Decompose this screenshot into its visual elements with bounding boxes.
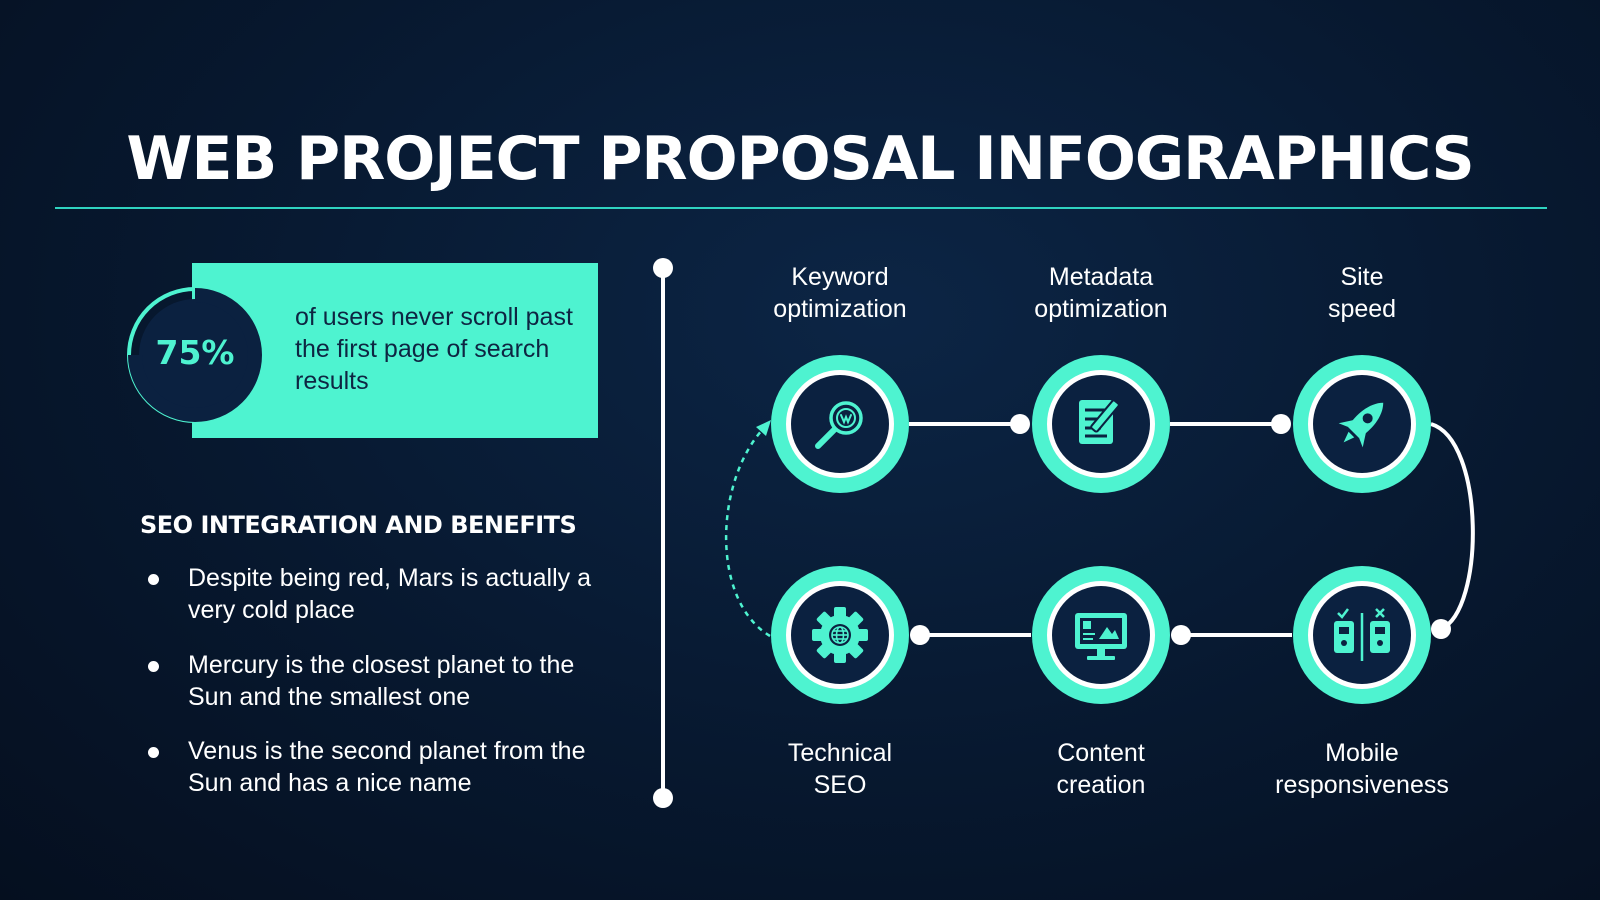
title-divider: [55, 207, 1547, 209]
connector-dot: [910, 625, 930, 645]
connector-dot: [1431, 619, 1451, 639]
page-title: WEB PROJECT PROPOSAL INFOGRAPHICS: [126, 124, 1474, 194]
bullet-text: Despite being red, Mars is actually a ve…: [188, 564, 591, 624]
timeline-dot-bottom: [653, 788, 673, 808]
step-node-content: [1032, 566, 1170, 704]
monitor-content-icon: [1075, 613, 1127, 660]
return-arrow-head: [756, 420, 771, 436]
stat-progress-ring: [127, 287, 263, 423]
bullet-dot: [148, 661, 159, 672]
step-node-keyword: [771, 355, 909, 493]
step-label-mobile: Mobile responsiveness: [1275, 739, 1449, 799]
document-edit-icon: [1079, 399, 1120, 444]
step-label-metadata: Metadata optimization: [1034, 263, 1168, 323]
step-node-site-speed: [1293, 355, 1431, 493]
connector-curve: [1430, 422, 1475, 631]
bullet-dot: [148, 574, 159, 585]
step-node-technical: [771, 566, 909, 704]
seo-heading: SEO INTEGRATION AND BENEFITS: [140, 511, 577, 539]
rocket-icon: [1338, 402, 1384, 448]
gear-globe-icon: [812, 607, 868, 663]
mobile-devices-icon: [1334, 608, 1390, 661]
step-label-site-speed: Site speed: [1327, 263, 1397, 323]
connector-dot: [1171, 625, 1191, 645]
bullet-dot: [148, 747, 159, 758]
stat-description: of users never scroll past the first pag…: [295, 303, 573, 395]
stat-value: 75%: [155, 333, 235, 372]
stat-progress-arc: [128, 288, 262, 422]
connector-dot: [1271, 414, 1291, 434]
connector-dot: [1010, 414, 1030, 434]
step-label-technical: Technical SEO: [787, 739, 893, 799]
step-node-mobile: [1293, 566, 1431, 704]
return-arrow-curve: [724, 427, 771, 638]
step-label-keyword: Keyword optimization: [773, 263, 907, 323]
step-node-metadata: [1032, 355, 1170, 493]
timeline-dot-top: [653, 258, 673, 278]
keyword-search-icon: [815, 401, 863, 449]
bullet-text: Venus is the second planet from the Sun …: [188, 737, 586, 797]
bullet-text: Mercury is the closest planet to the Sun…: [188, 651, 575, 711]
step-label-content: Content creation: [1056, 739, 1146, 799]
